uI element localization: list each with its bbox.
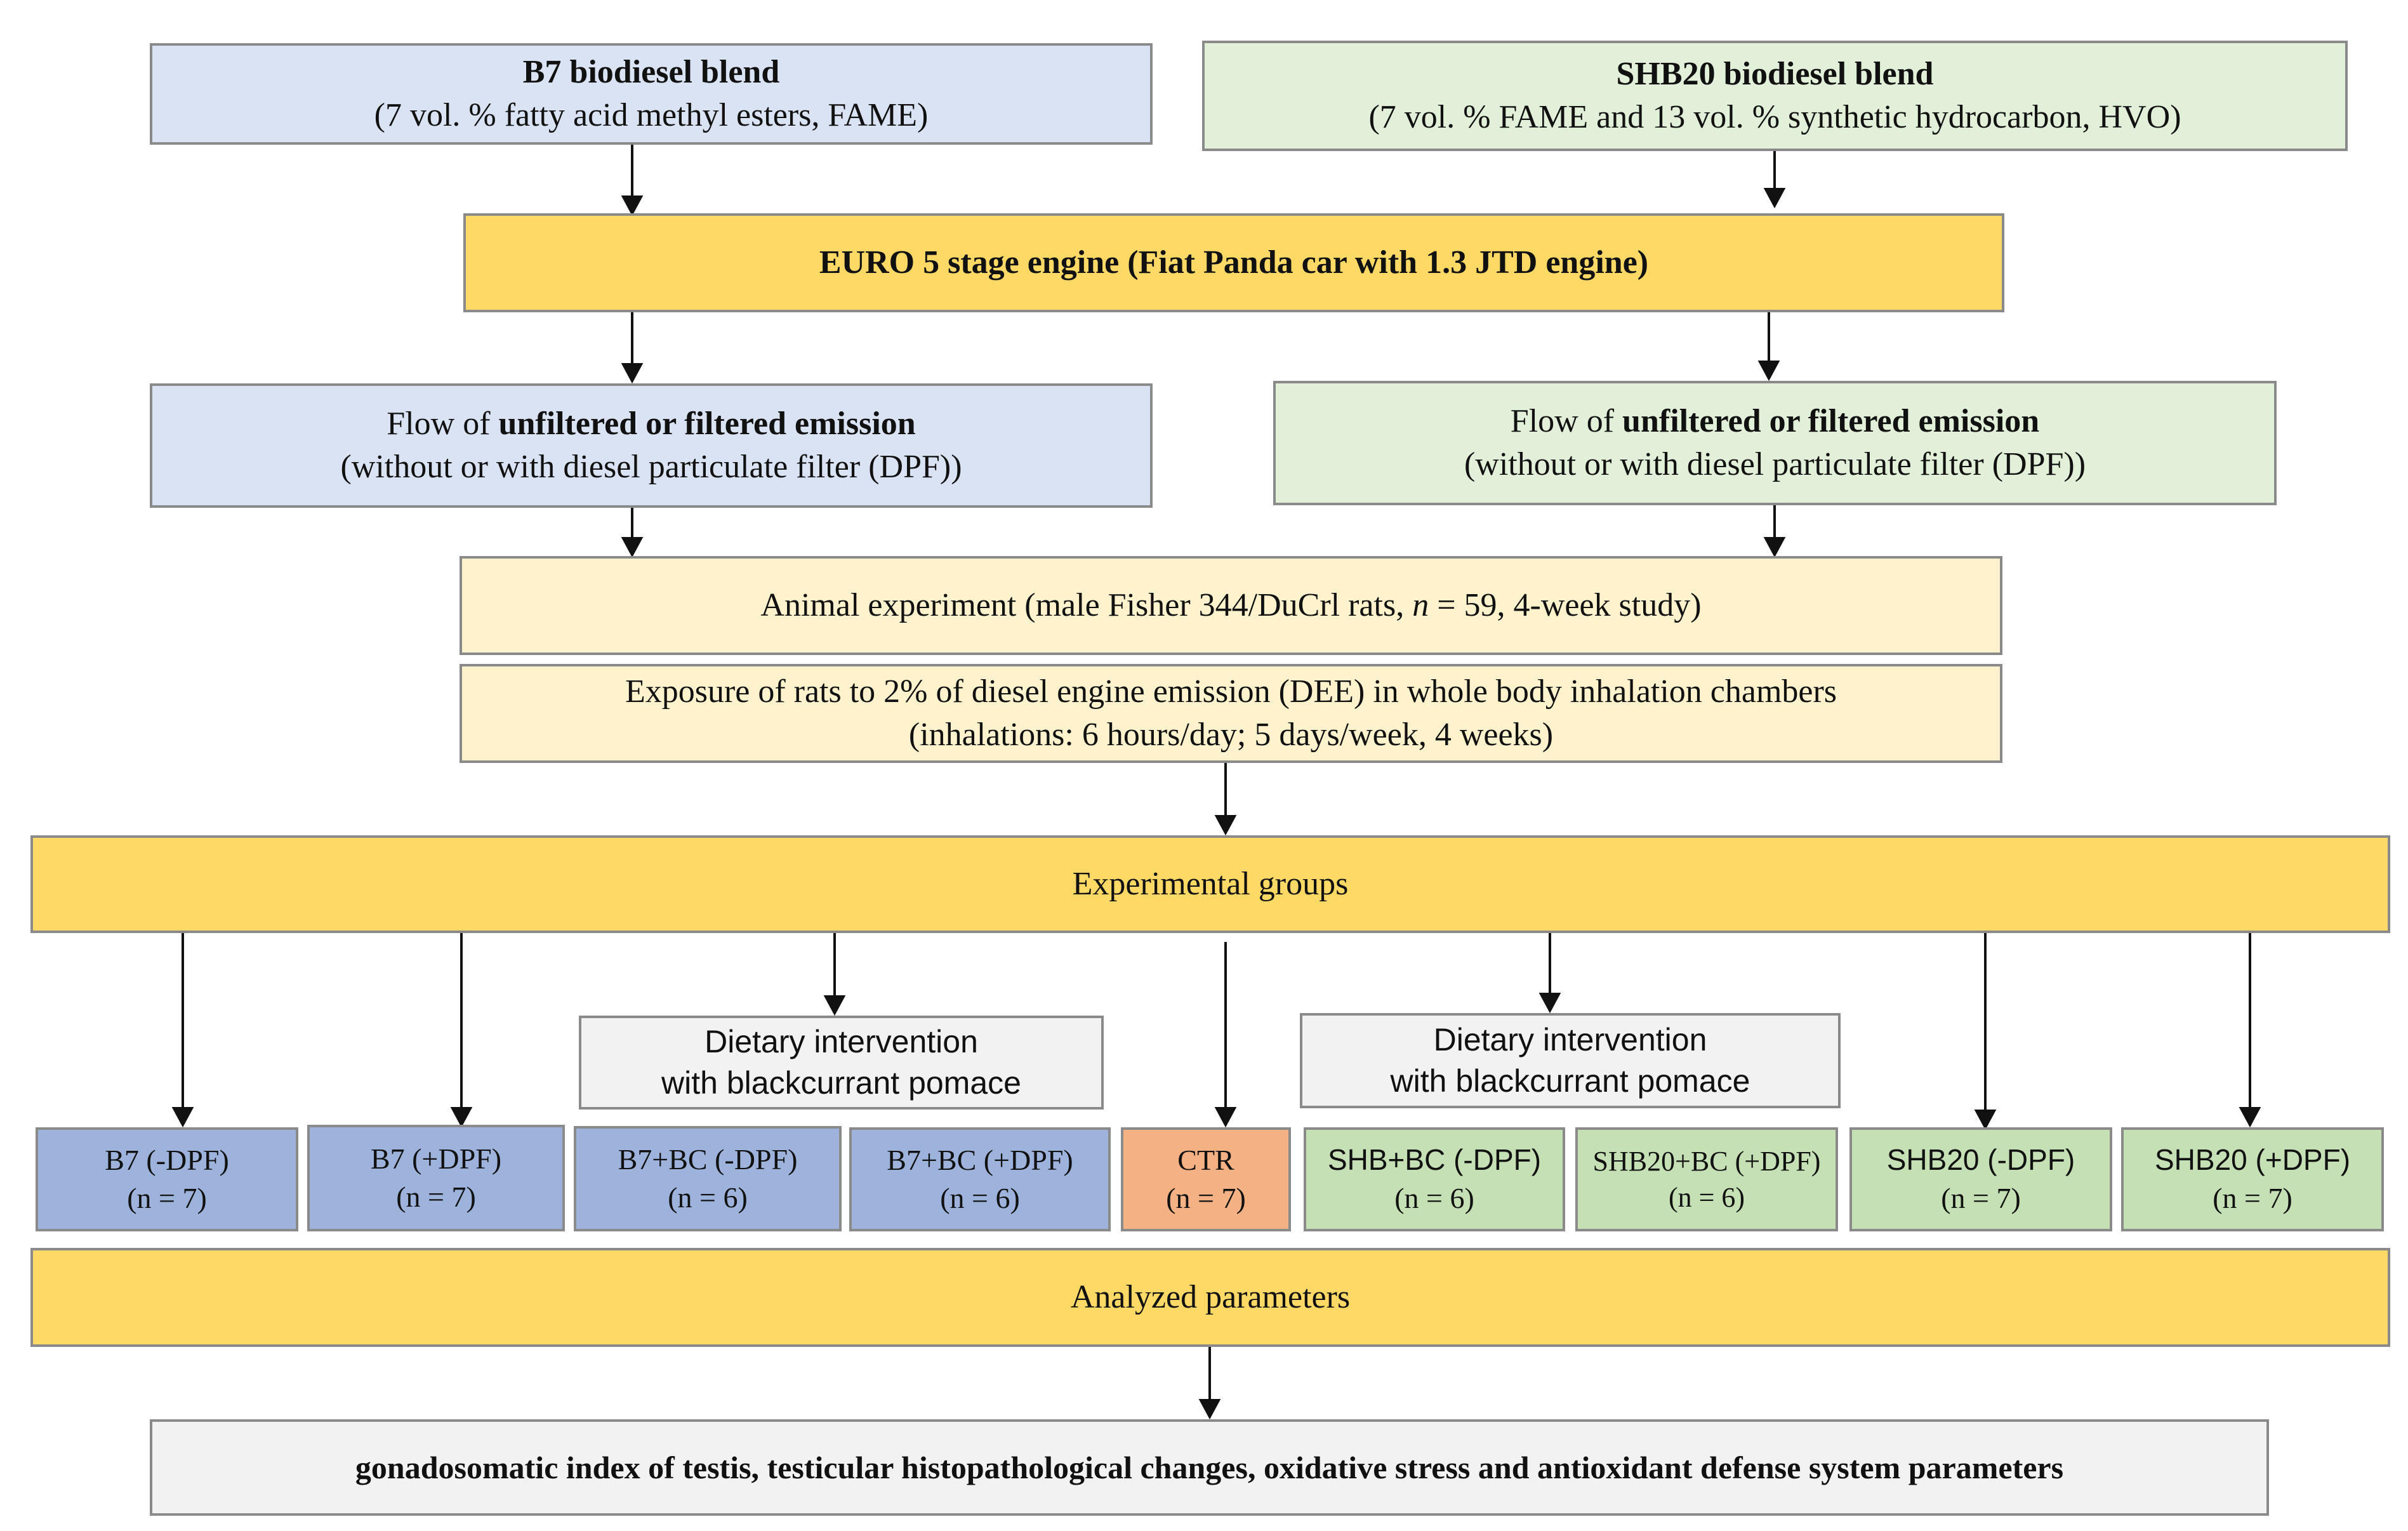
arrowhead bbox=[1757, 361, 1780, 381]
arrowhead bbox=[621, 537, 644, 558]
analyzed-parameters-box: Analyzed parameters bbox=[30, 1248, 2390, 1347]
group-b7-minus-dpf: B7 (-DPF) (n = 7) bbox=[36, 1127, 298, 1231]
group-n: (n = 6) bbox=[1394, 1182, 1474, 1214]
shb20-blend-box: SHB20 biodiesel blend (7 vol. % FAME and… bbox=[1202, 41, 2348, 151]
engine-label: EURO 5 stage engine (Fiat Panda car with… bbox=[819, 244, 1649, 281]
dietary-right-line-1: Dietary intervention bbox=[1433, 1022, 1707, 1057]
group-name: B7 (-DPF) bbox=[105, 1144, 229, 1177]
flow-right-subtitle: (without or with diesel particulate filt… bbox=[1464, 446, 2086, 482]
group-name: SHB+BC (-DPF) bbox=[1327, 1143, 1542, 1177]
arrowhead bbox=[1198, 1399, 1221, 1420]
analyzed-parameters-label: Analyzed parameters bbox=[1070, 1279, 1351, 1316]
group-n: (n = 7) bbox=[1166, 1182, 1246, 1214]
group-b7-plus-dpf: B7 (+DPF) (n = 7) bbox=[307, 1125, 565, 1231]
flow-left-box: Flow of unfiltered or filtered emission … bbox=[150, 383, 1153, 508]
experimental-groups-label: Experimental groups bbox=[1072, 866, 1349, 903]
arrowhead bbox=[1763, 188, 1786, 209]
group-n: (n = 7) bbox=[2213, 1182, 2292, 1214]
arrowhead bbox=[450, 1107, 473, 1128]
arrowhead bbox=[1763, 537, 1786, 558]
dietary-intervention-left-box: Dietary intervention with blackcurrant p… bbox=[579, 1016, 1104, 1110]
group-name: SHB20+BC (+DPF) bbox=[1592, 1145, 1821, 1177]
experimental-groups-box: Experimental groups bbox=[30, 835, 2390, 933]
group-shb20-minus-dpf: SHB20 (-DPF) (n = 7) bbox=[1849, 1127, 2112, 1231]
arrowhead bbox=[621, 363, 644, 384]
shb20-blend-subtitle: (7 vol. % FAME and 13 vol. % synthetic h… bbox=[1368, 99, 2181, 135]
outcomes-box: gonadosomatic index of testis, testicula… bbox=[150, 1419, 2269, 1516]
arrowhead bbox=[1974, 1110, 1997, 1130]
exposure-line-2: (inhalations: 6 hours/day; 5 days/week, … bbox=[908, 717, 1554, 753]
shb20-blend-title: SHB20 biodiesel blend bbox=[1616, 56, 1934, 93]
group-n: (n = 7) bbox=[1941, 1182, 2021, 1214]
b7-blend-box: B7 biodiesel blend (7 vol. % fatty acid … bbox=[150, 43, 1153, 145]
flow-right-title: Flow of unfiltered or filtered emission bbox=[1510, 403, 2040, 440]
animal-experiment-label: Animal experiment (male Fisher 344/DuCrl… bbox=[760, 587, 1702, 624]
group-name: B7 (+DPF) bbox=[370, 1143, 502, 1176]
group-shb-bc-minus-dpf: SHB+BC (-DPF) (n = 6) bbox=[1304, 1127, 1565, 1231]
group-b7-bc-minus-dpf: B7+BC (-DPF) (n = 6) bbox=[574, 1126, 842, 1231]
flow-right-box: Flow of unfiltered or filtered emission … bbox=[1273, 381, 2277, 505]
arrowhead bbox=[1214, 1107, 1237, 1128]
dietary-left-line-2: with blackcurrant pomace bbox=[661, 1065, 1021, 1101]
arrowhead bbox=[823, 995, 846, 1016]
arrowhead bbox=[1214, 815, 1237, 836]
flow-left-subtitle: (without or with diesel particulate filt… bbox=[340, 449, 962, 485]
arrowhead bbox=[621, 196, 644, 216]
dietary-right-line-2: with blackcurrant pomace bbox=[1390, 1063, 1750, 1099]
group-n: (n = 6) bbox=[668, 1181, 748, 1214]
outcomes-label: gonadosomatic index of testis, testicula… bbox=[355, 1449, 2064, 1485]
dietary-intervention-right-box: Dietary intervention with blackcurrant p… bbox=[1300, 1013, 1841, 1108]
exposure-line-1: Exposure of rats to 2% of diesel engine … bbox=[625, 673, 1837, 710]
group-name: B7+BC (-DPF) bbox=[618, 1143, 798, 1176]
group-name: SHB20 (-DPF) bbox=[1886, 1143, 2075, 1177]
arrowhead bbox=[2239, 1107, 2261, 1128]
exposure-box: Exposure of rats to 2% of diesel engine … bbox=[460, 664, 2002, 763]
flow-left-title: Flow of unfiltered or filtered emission bbox=[387, 406, 916, 442]
group-n: (n = 6) bbox=[940, 1182, 1020, 1214]
group-name: SHB20 (+DPF) bbox=[2154, 1143, 2351, 1177]
engine-box: EURO 5 stage engine (Fiat Panda car with… bbox=[463, 213, 2004, 312]
group-n: (n = 7) bbox=[127, 1182, 207, 1214]
group-shb20-plus-dpf: SHB20 (+DPF) (n = 7) bbox=[2121, 1127, 2384, 1231]
group-name: CTR bbox=[1177, 1144, 1234, 1177]
group-shb20-bc-plus-dpf: SHB20+BC (+DPF) (n = 6) bbox=[1575, 1127, 1838, 1231]
group-n: (n = 6) bbox=[1668, 1182, 1745, 1213]
group-name: B7+BC (+DPF) bbox=[887, 1144, 1073, 1177]
arrowhead bbox=[1538, 993, 1561, 1014]
dietary-left-line-1: Dietary intervention bbox=[705, 1024, 978, 1059]
arrowhead bbox=[171, 1107, 194, 1128]
b7-blend-subtitle: (7 vol. % fatty acid methyl esters, FAME… bbox=[374, 97, 929, 133]
group-b7-bc-plus-dpf: B7+BC (+DPF) (n = 6) bbox=[849, 1127, 1111, 1231]
group-ctr: CTR (n = 7) bbox=[1121, 1127, 1291, 1231]
b7-blend-title: B7 biodiesel blend bbox=[522, 54, 780, 91]
group-n: (n = 7) bbox=[396, 1181, 476, 1213]
animal-experiment-box: Animal experiment (male Fisher 344/DuCrl… bbox=[460, 556, 2002, 655]
